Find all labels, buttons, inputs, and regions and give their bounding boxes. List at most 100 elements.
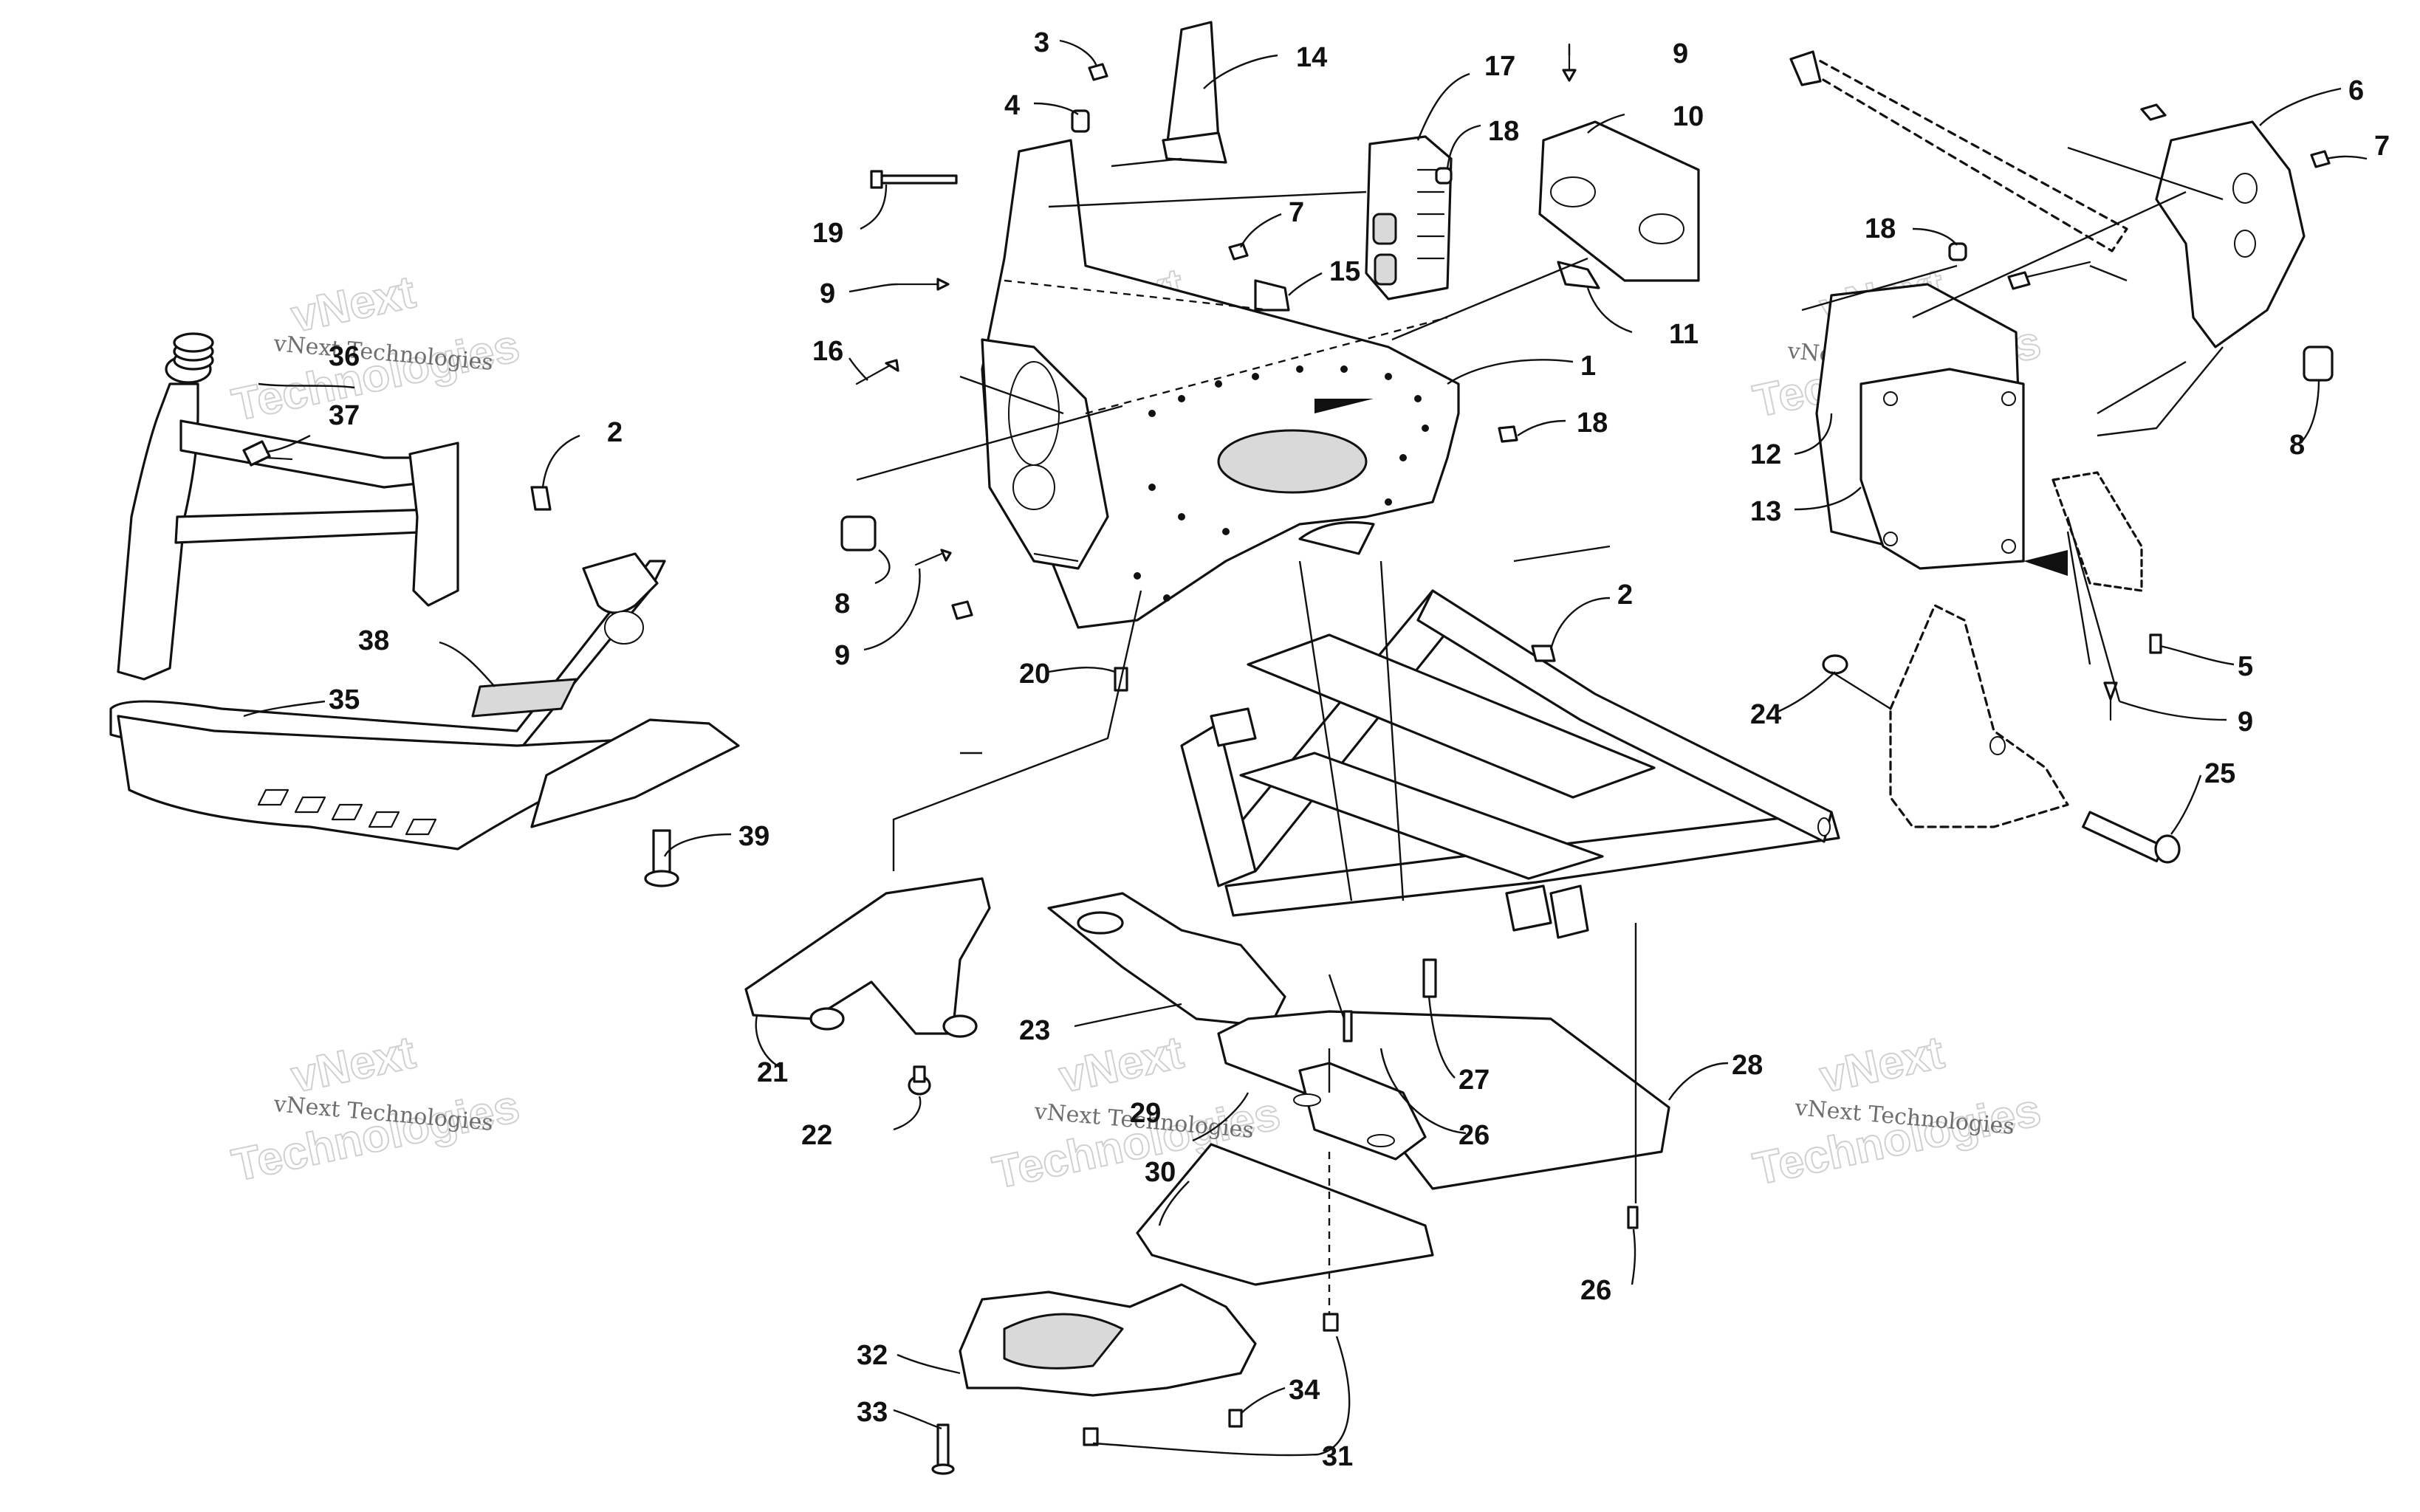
callout-18-top: 18 <box>1488 116 1519 147</box>
frame-section-24-hole <box>1989 736 2006 755</box>
right-direction-arrow <box>2023 550 2068 576</box>
callout-2-center: 2 <box>1617 580 1633 611</box>
bumper-mesh <box>471 678 577 718</box>
bracket-21-tube-2 <box>942 1014 978 1038</box>
bracket-plate-5 <box>2051 471 2143 592</box>
callout-7-center: 7 <box>1289 197 1304 228</box>
callout-36: 36 <box>329 341 360 372</box>
skid-plate-28 <box>1217 1010 1670 1190</box>
fastener-26-b <box>1627 1206 1639 1229</box>
panel-mounting-holes <box>1134 365 1429 602</box>
callout-10: 10 <box>1673 101 1704 132</box>
frame-upright <box>1180 722 1257 887</box>
callout-18-right: 18 <box>1865 213 1896 244</box>
callout-19: 19 <box>812 218 843 249</box>
headlight-lens-2 <box>1374 253 1397 286</box>
rubber-8-right <box>2303 346 2334 382</box>
bumper-crossbar <box>174 508 439 544</box>
fastener-4 <box>1071 109 1090 133</box>
rubber-8-left <box>840 515 877 551</box>
callout-8-left: 8 <box>834 588 850 619</box>
callout-17: 17 <box>1484 51 1515 82</box>
bolt-37 <box>242 440 293 467</box>
bumper-front-bar <box>109 560 666 755</box>
callout-26-center: 26 <box>1458 1120 1490 1151</box>
frame-crossmember-2 <box>1239 752 1604 880</box>
callout-37: 37 <box>329 400 360 431</box>
lower-guard-recess <box>1003 1313 1124 1370</box>
callout-4: 4 <box>1004 90 1020 121</box>
frame-bracket-3 <box>1549 884 1589 939</box>
top-plate-hole-1 <box>1550 176 1596 207</box>
callout-12: 12 <box>1750 439 1781 470</box>
callout-7-right: 7 <box>2374 131 2390 162</box>
fastener-22 <box>908 1065 931 1096</box>
callout-35: 35 <box>329 684 360 715</box>
frame-rail-end-hole <box>1817 817 1831 836</box>
watermark-technologies: Technologies <box>228 1081 524 1192</box>
bumper-pivot-hole <box>604 611 644 645</box>
bumper-side-plate <box>530 718 740 828</box>
rivet-9-right <box>2103 681 2118 721</box>
bracket-6 <box>2155 120 2306 348</box>
fastener-7-right <box>2310 150 2331 168</box>
bumper-pivot <box>582 552 659 614</box>
bracket-21-tube-1 <box>809 1007 845 1031</box>
bracket-11 <box>1557 261 1600 289</box>
watermark-vnext: vNext <box>287 267 420 343</box>
clip-2-left <box>530 486 552 511</box>
callout-8-right: 8 <box>2289 430 2305 461</box>
callout-1: 1 <box>1580 351 1596 382</box>
bumper-bracket <box>408 441 459 607</box>
headlight-lens-1 <box>1372 213 1397 245</box>
callout-11: 11 <box>1669 319 1699 350</box>
rivet-9-lower <box>914 549 952 566</box>
panel-round-opening <box>1012 464 1055 510</box>
callout-33: 33 <box>857 1397 888 1428</box>
frame-bracket-1 <box>1210 707 1257 747</box>
grommet-18-top <box>1435 167 1453 185</box>
callout-20: 20 <box>1019 659 1050 690</box>
panel-oval-emblem <box>1217 429 1368 494</box>
frame-rail-diagonal <box>1416 589 1833 843</box>
top-plate-hole-2 <box>1639 213 1684 244</box>
right-assembly <box>1789 50 2334 864</box>
callout-15: 15 <box>1329 256 1360 287</box>
bolt-27 <box>1422 958 1437 998</box>
frame-assembly <box>931 589 1840 1475</box>
plate-29-hole-2 <box>1367 1134 1395 1147</box>
watermark-vnext: vNext <box>1816 1027 1949 1103</box>
callout-27: 27 <box>1458 1065 1490 1096</box>
mirror-base <box>1162 131 1227 164</box>
callout-21: 21 <box>757 1057 788 1088</box>
bumper-end-cap <box>173 332 214 371</box>
watermark-vnext: vNext <box>1055 1027 1188 1103</box>
bracket-21-assembly <box>744 877 991 1096</box>
bolt-25 <box>2082 811 2181 864</box>
callout-28: 28 <box>1732 1050 1763 1081</box>
fastener-3 <box>1088 63 1108 81</box>
frame-bracket-2 <box>1505 884 1552 932</box>
bolt-5 <box>2149 633 2162 654</box>
rivet-9-left <box>896 278 950 291</box>
bolt-right-link <box>2007 261 2091 290</box>
grommet-18-right <box>1948 242 1967 261</box>
callout-39: 39 <box>738 821 769 852</box>
bracket-21 <box>744 877 991 1035</box>
fastener-34 <box>1228 1409 1243 1428</box>
fastener-31-b <box>1323 1313 1339 1332</box>
callout-2-left: 2 <box>607 417 623 448</box>
rail-dashed <box>1793 58 2128 252</box>
rivet-16 <box>855 359 899 385</box>
callout-9-lower: 9 <box>834 640 850 671</box>
callout-18-center: 18 <box>1577 408 1608 439</box>
callout-34: 34 <box>1289 1375 1320 1406</box>
callout-22: 22 <box>801 1120 832 1151</box>
plate-29-hole-1 <box>1293 1093 1321 1107</box>
headlight-opening <box>1008 361 1060 466</box>
fastener-31-a <box>1083 1427 1099 1446</box>
callout-30: 30 <box>1145 1157 1176 1188</box>
bumper-assembly <box>109 332 740 887</box>
panel-lower-tab <box>1298 520 1375 555</box>
watermark-technologies: Technologies <box>1749 1085 2046 1195</box>
